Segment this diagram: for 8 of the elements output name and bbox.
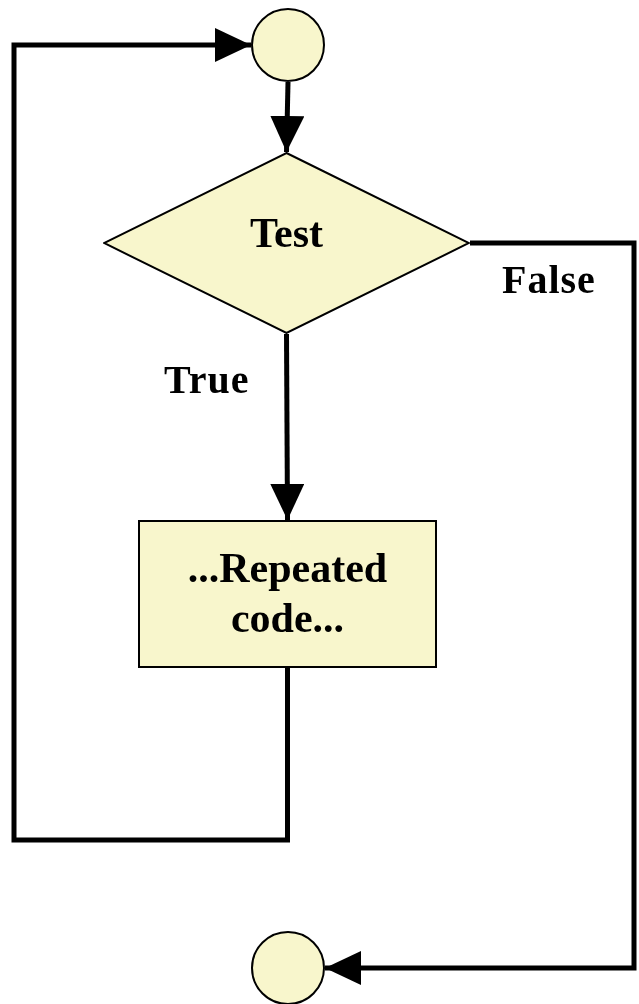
node-label: Test	[248, 209, 325, 259]
arrow	[270, 81, 305, 153]
decision-diamond	[103, 152, 470, 334]
arrow	[270, 334, 305, 520]
process-box	[138, 520, 437, 668]
arrow	[325, 240, 637, 985]
arrow	[11, 28, 290, 843]
node-label: ...Repeated code...	[186, 544, 389, 643]
